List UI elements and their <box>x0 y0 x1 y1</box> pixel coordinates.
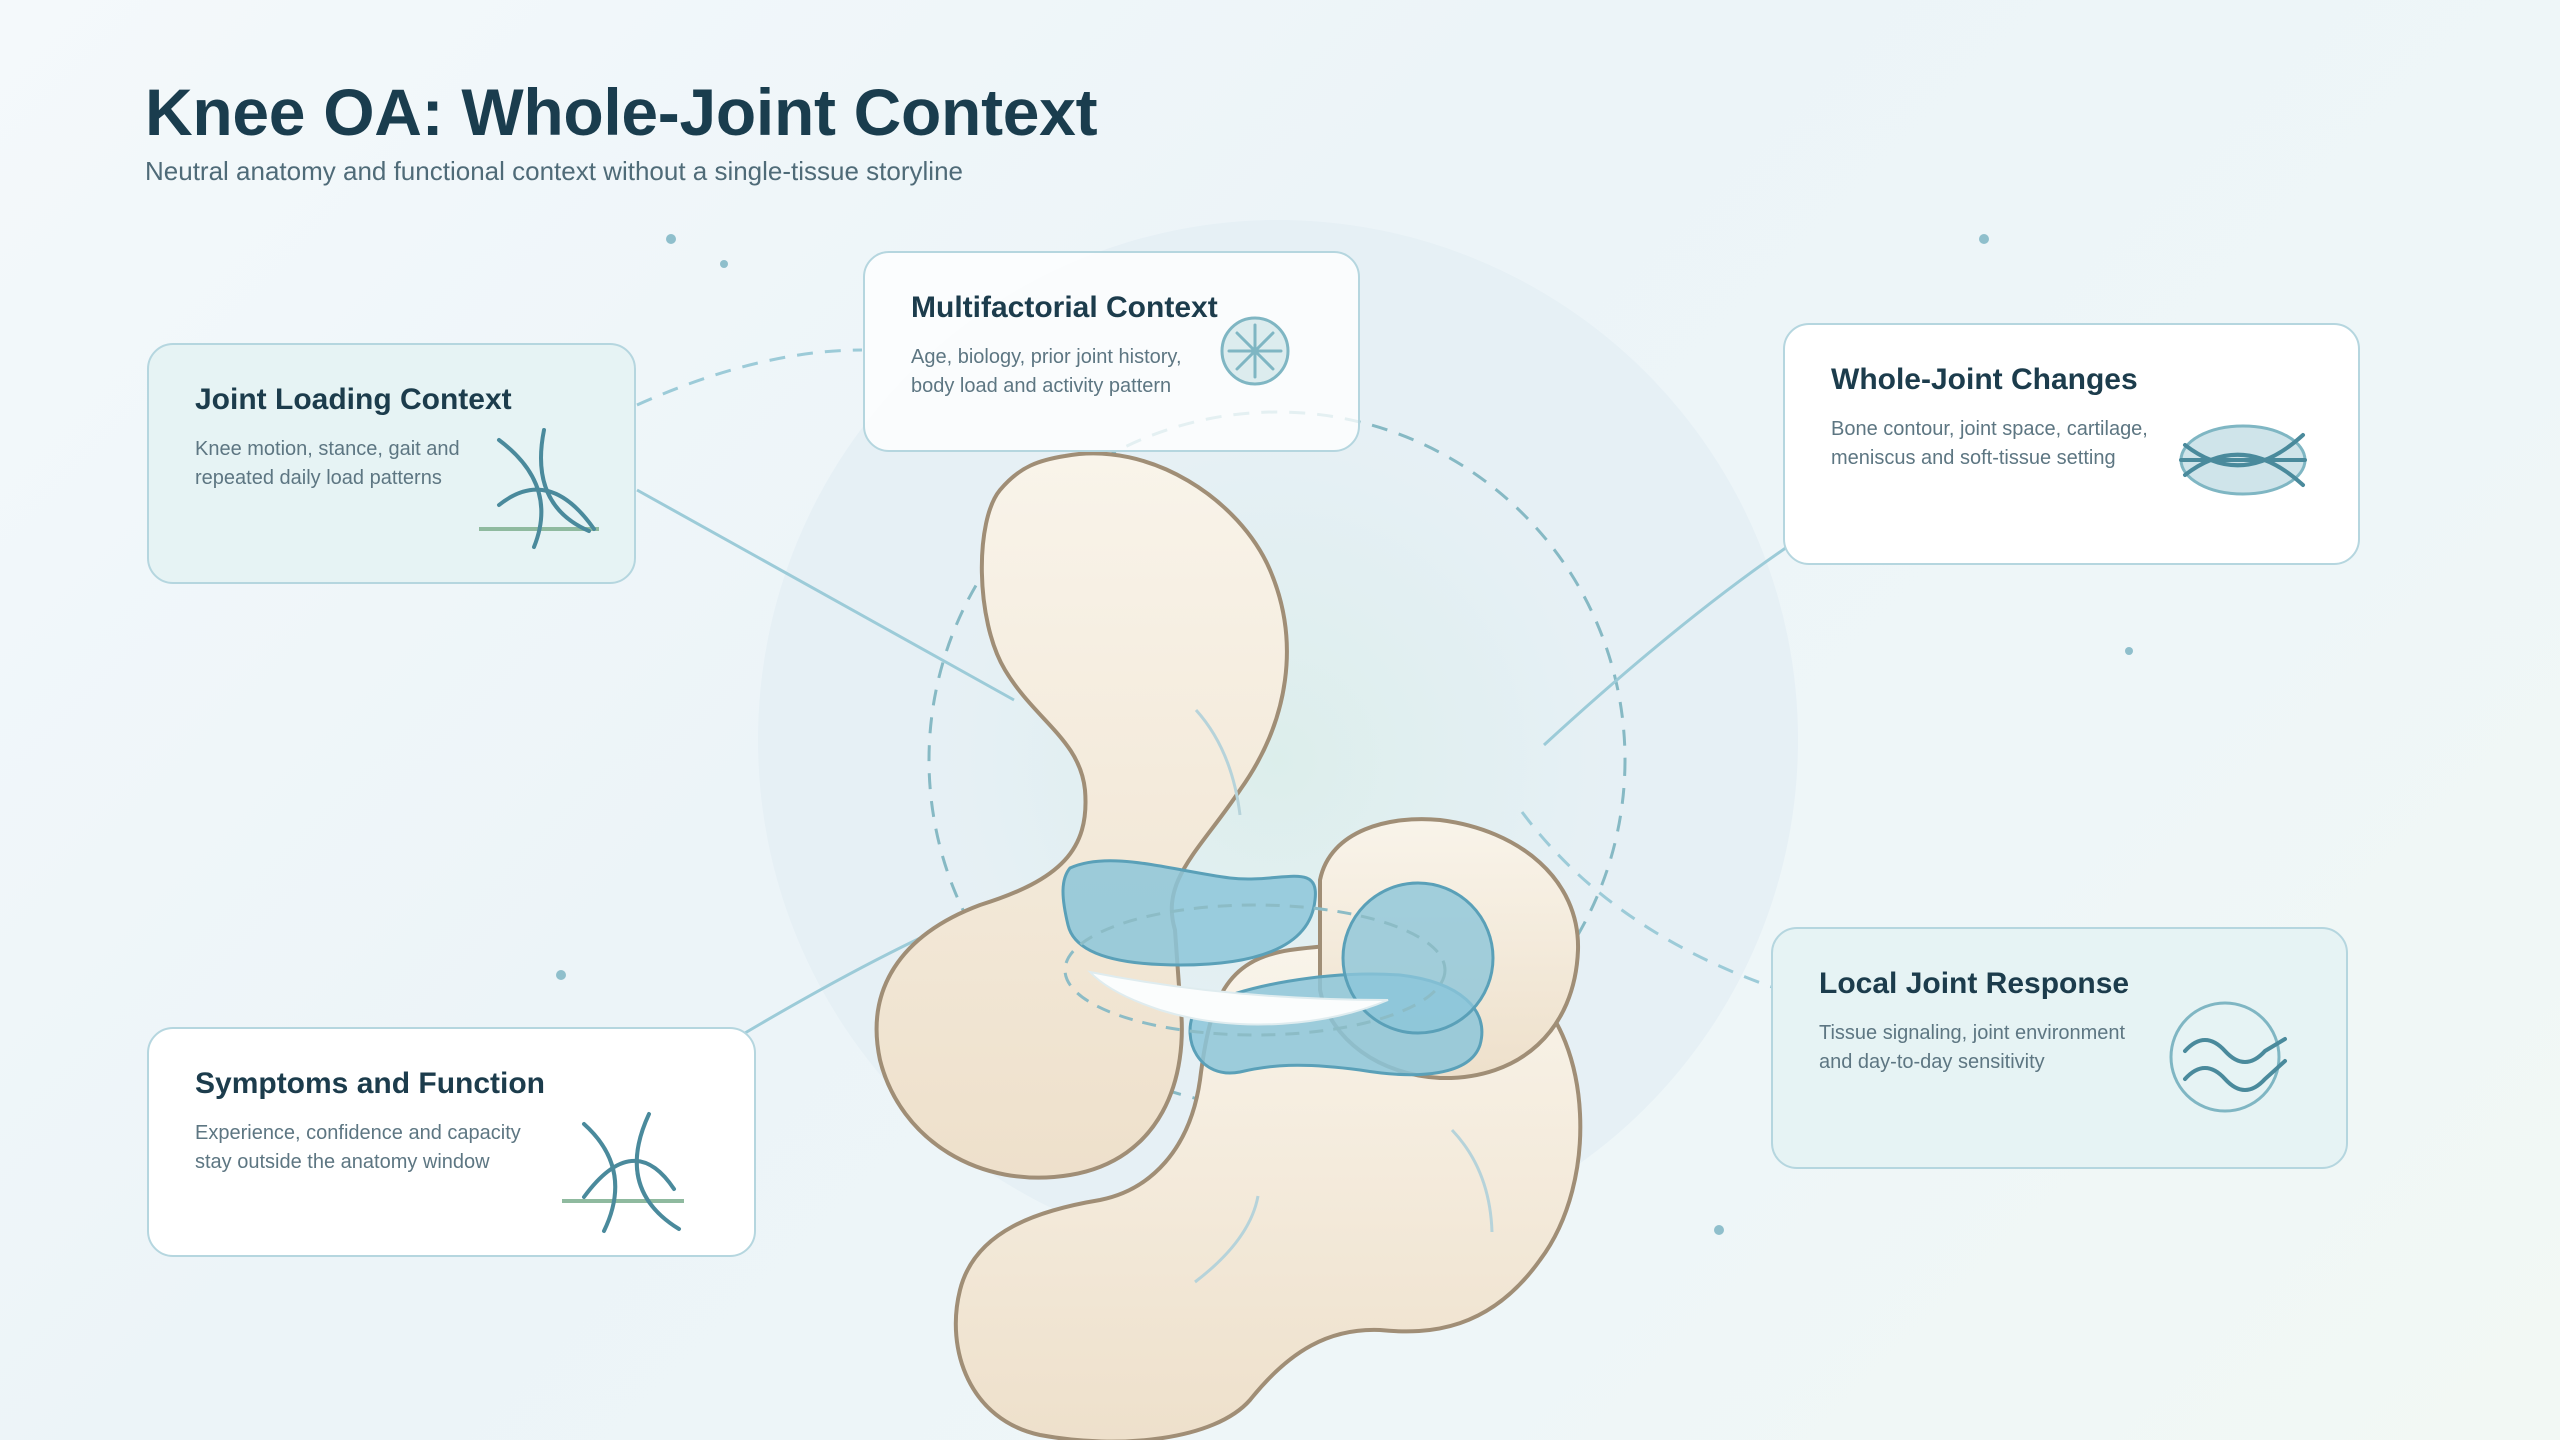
card-whole-joint-changes: Whole-Joint Changes Bone contour, joint … <box>1783 323 2360 565</box>
card-title: Symptoms and Function <box>195 1067 546 1100</box>
card-title: Multifactorial Context <box>911 291 1218 324</box>
card-body: Age, biology, prior joint history, body … <box>911 346 1182 397</box>
card-joint-loading-context: Joint Loading Context Knee motion, stanc… <box>147 343 636 584</box>
card-body: Tissue signaling, joint environment and … <box>1819 1022 2126 1073</box>
card-body: Knee motion, stance, gait and repeated d… <box>195 438 460 489</box>
femoral-cartilage <box>1061 859 1317 967</box>
page-title: Knee OA: Whole-Joint Context <box>145 75 1098 149</box>
joint-space-icon <box>2179 424 2307 496</box>
card-title: Whole-Joint Changes <box>1831 363 2138 396</box>
wave-circle-icon <box>2169 1001 2287 1113</box>
connector-lines <box>636 348 1791 1035</box>
loading-arcs-icon <box>479 428 599 549</box>
card-title: Joint Loading Context <box>195 383 512 416</box>
decorative-dots <box>556 234 2133 1235</box>
bone-contour-lines <box>1194 708 1494 1284</box>
meniscus <box>1087 970 1389 1026</box>
patellar-cartilage <box>1341 881 1495 1035</box>
joint-space-dashed-ellipse <box>1063 903 1447 1037</box>
card-body: Bone contour, joint space, cartilage, me… <box>1831 418 2148 469</box>
asterisk-circle-icon <box>1220 316 1290 386</box>
card-local-joint-response: Local Joint Response Tissue signaling, j… <box>1771 927 2348 1169</box>
card-title: Local Joint Response <box>1819 967 2130 1000</box>
card-body: Experience, confidence and capacity stay… <box>195 1122 521 1173</box>
card-symptoms-and-function: Symptoms and Function Experience, confid… <box>147 1027 756 1257</box>
card-multifactorial-context: Multifactorial Context Age, biology, pri… <box>863 251 1360 452</box>
page-subtitle: Neutral anatomy and functional context w… <box>145 156 963 186</box>
function-arcs-icon <box>562 1112 684 1233</box>
femur-bone <box>874 451 1289 1180</box>
